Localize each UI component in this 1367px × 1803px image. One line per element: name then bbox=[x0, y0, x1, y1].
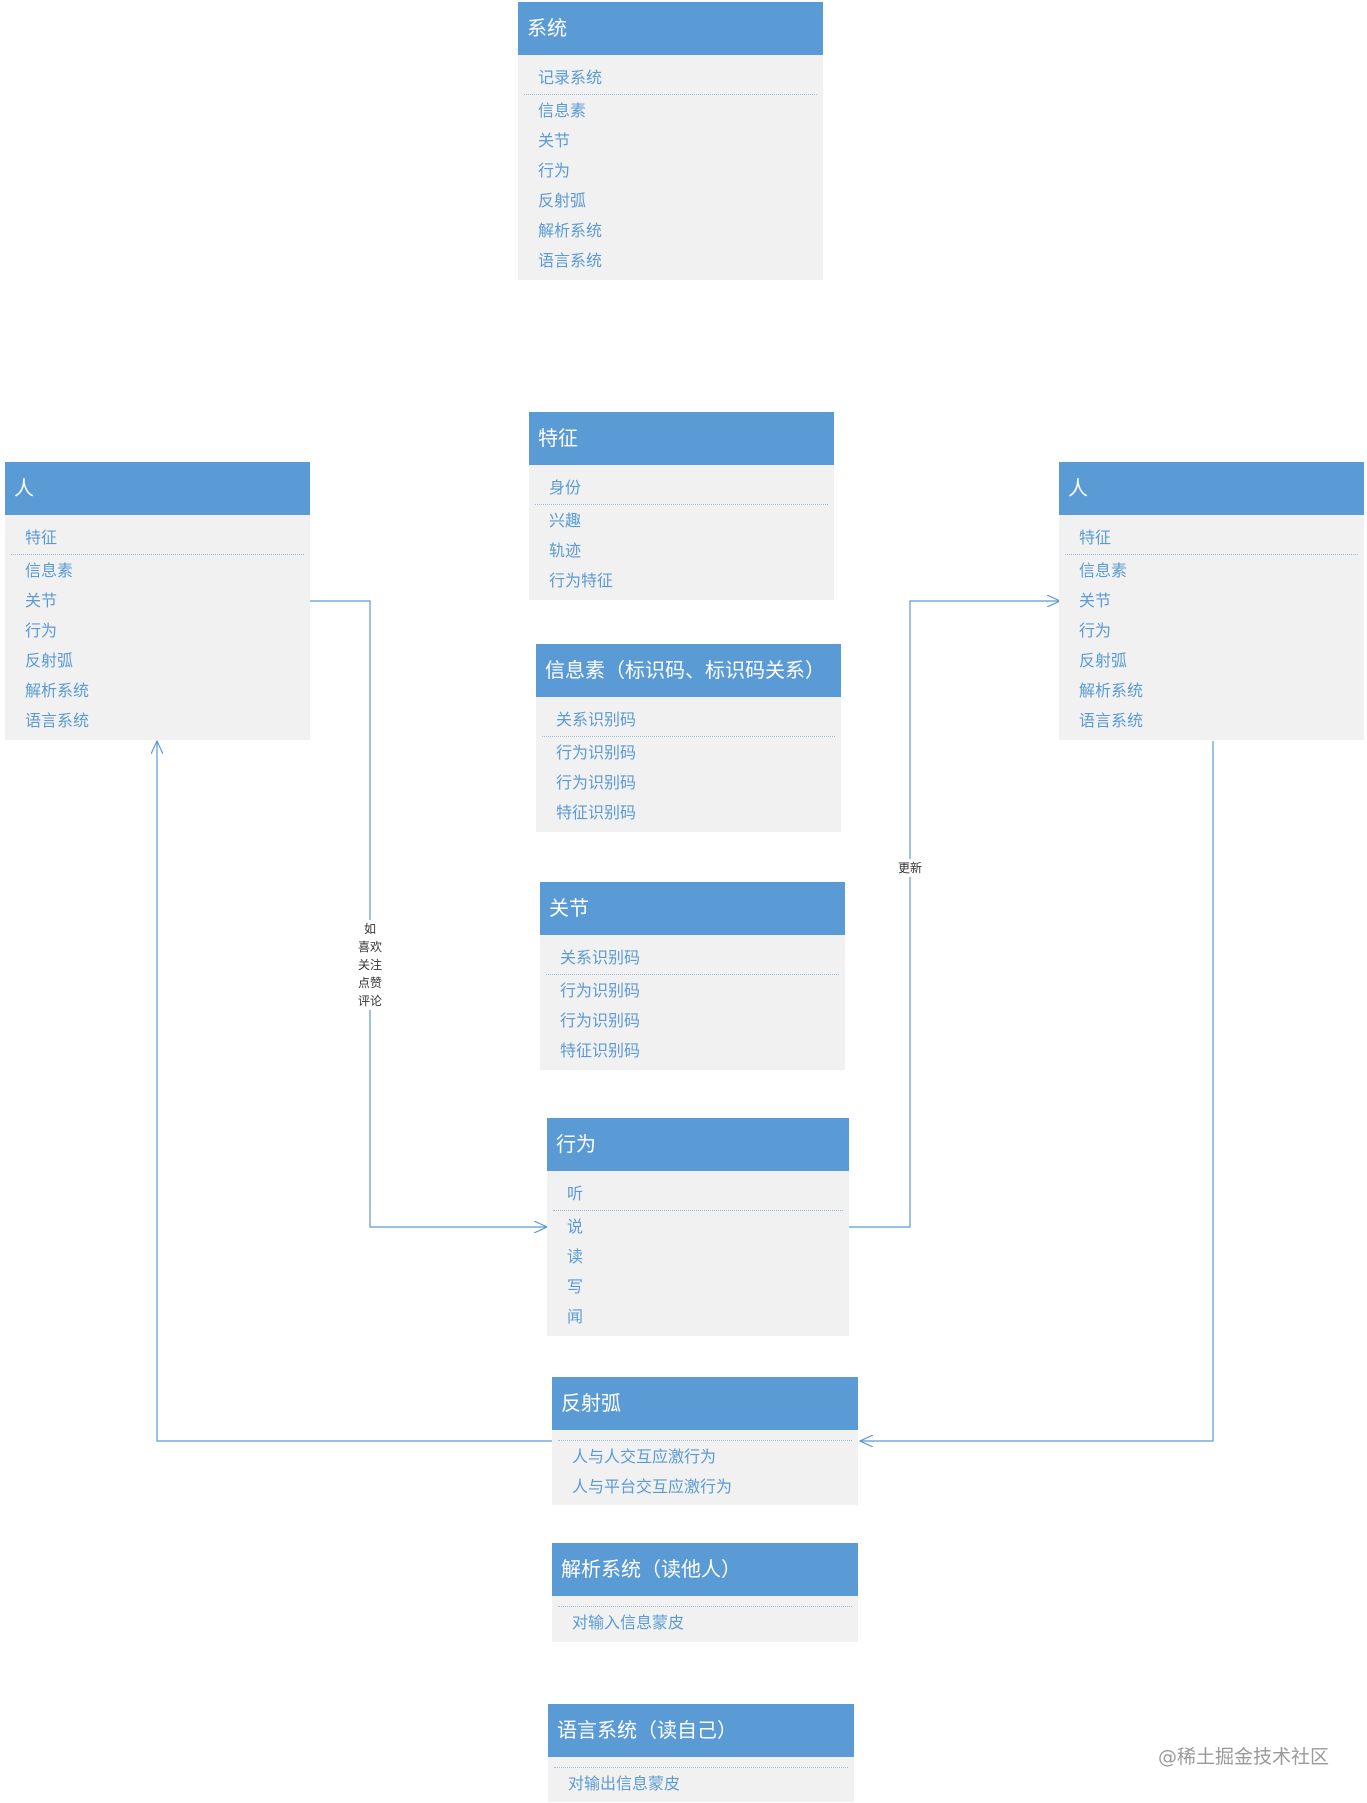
box-item: 身份 bbox=[535, 471, 828, 505]
feature-box: 特征 身份 兴趣 轨迹 行为特征 bbox=[529, 412, 834, 600]
box-item: 解析系统 bbox=[1079, 681, 1144, 700]
box-title: 反射弧 bbox=[552, 1377, 858, 1430]
box-title: 语言系统（读自己） bbox=[548, 1704, 854, 1757]
box-item: 特征识别码 bbox=[556, 803, 637, 822]
box-item: 解析系统 bbox=[538, 221, 603, 240]
box-item: 特征 bbox=[1065, 521, 1358, 555]
edge-label-actions: 如 喜欢 关注 点赞 评论 bbox=[350, 920, 390, 1010]
edge-right-person-to-reflex bbox=[860, 741, 1214, 1441]
box-title: 人 bbox=[5, 462, 310, 515]
box-item: 关系识别码 bbox=[546, 941, 839, 975]
box-item: 行为识别码 bbox=[556, 743, 637, 762]
box-item: 语言系统 bbox=[1079, 711, 1144, 730]
box-item: 信息素 bbox=[25, 561, 74, 580]
box-item bbox=[558, 1602, 852, 1607]
edge-behavior-to-right-person bbox=[849, 601, 1060, 1228]
box-item bbox=[558, 1436, 852, 1441]
box-title: 关节 bbox=[540, 882, 845, 935]
box-item: 行为识别码 bbox=[556, 773, 637, 792]
box-title: 解析系统（读他人） bbox=[552, 1543, 858, 1596]
box-item: 关节 bbox=[538, 131, 571, 150]
edge-left-person-to-behavior bbox=[309, 600, 547, 1227]
pheromone-box: 信息素（标识码、标识码关系） 关系识别码 行为识别码 行为识别码 特征识别码 bbox=[536, 644, 841, 832]
box-item: 写 bbox=[567, 1277, 584, 1296]
box-title: 系统 bbox=[518, 2, 823, 55]
box-item: 关节 bbox=[25, 591, 58, 610]
edge-reflex-to-left-person bbox=[157, 741, 552, 1442]
box-item: 特征识别码 bbox=[560, 1041, 641, 1060]
box-title: 特征 bbox=[529, 412, 834, 465]
box-item: 兴趣 bbox=[549, 511, 582, 530]
box-item: 记录系统 bbox=[524, 61, 817, 95]
language-box: 语言系统（读自己） 对输出信息蒙皮 bbox=[548, 1704, 854, 1802]
box-title: 人 bbox=[1059, 462, 1364, 515]
box-item: 对输出信息蒙皮 bbox=[568, 1774, 681, 1793]
box-title: 行为 bbox=[547, 1118, 849, 1171]
box-item: 解析系统 bbox=[25, 681, 90, 700]
box-item: 行为识别码 bbox=[560, 981, 641, 1000]
system-box: 系统 记录系统 信息素 关节 行为 反射弧 解析系统 语言系统 bbox=[518, 2, 823, 280]
reflex-box: 反射弧 人与人交互应激行为 人与平台交互应激行为 bbox=[552, 1377, 858, 1505]
edge-label-line: 如 bbox=[363, 922, 376, 936]
parser-box: 解析系统（读他人） 对输入信息蒙皮 bbox=[552, 1543, 858, 1642]
box-item: 信息素 bbox=[1079, 561, 1128, 580]
box-item: 听 bbox=[553, 1177, 843, 1211]
box-item: 行为 bbox=[538, 161, 571, 180]
box-item: 特征 bbox=[11, 521, 304, 555]
watermark: @稀土掘金技术社区 bbox=[1157, 1746, 1329, 1768]
box-item: 轨迹 bbox=[549, 541, 582, 560]
person-right-box: 人 特征 信息素 关节 行为 反射弧 解析系统 语言系统 bbox=[1059, 462, 1364, 740]
box-item: 反射弧 bbox=[1079, 651, 1128, 670]
behavior-box: 行为 听 说 读 写 闻 bbox=[547, 1118, 849, 1336]
edge-label-line: 点赞 bbox=[357, 976, 382, 990]
box-item: 反射弧 bbox=[25, 651, 74, 670]
box-item bbox=[554, 1763, 848, 1768]
edge-label-line: 喜欢 bbox=[357, 940, 382, 954]
box-item: 人与平台交互应激行为 bbox=[572, 1477, 733, 1496]
box-item: 关系识别码 bbox=[542, 703, 835, 737]
box-item: 说 bbox=[567, 1217, 584, 1236]
person-left-box: 人 特征 信息素 关节 行为 反射弧 解析系统 语言系统 bbox=[5, 462, 310, 740]
box-item: 信息素 bbox=[538, 101, 587, 120]
edge-label-line: 关注 bbox=[357, 958, 382, 972]
box-item: 行为特征 bbox=[549, 571, 614, 590]
box-item: 关节 bbox=[1079, 591, 1112, 610]
box-item: 读 bbox=[567, 1247, 584, 1266]
box-item: 行为 bbox=[25, 621, 58, 640]
box-title: 信息素（标识码、标识码关系） bbox=[536, 644, 841, 697]
edge-label-line: 评论 bbox=[357, 994, 382, 1008]
box-item: 闻 bbox=[567, 1307, 584, 1326]
box-item: 语言系统 bbox=[538, 251, 603, 270]
box-item: 语言系统 bbox=[25, 711, 90, 730]
box-item: 人与人交互应激行为 bbox=[572, 1447, 717, 1466]
box-item: 反射弧 bbox=[538, 191, 587, 210]
box-item: 对输入信息蒙皮 bbox=[572, 1613, 685, 1632]
box-item: 行为识别码 bbox=[560, 1011, 641, 1030]
joint-box: 关节 关系识别码 行为识别码 行为识别码 特征识别码 bbox=[540, 882, 845, 1070]
box-item: 行为 bbox=[1079, 621, 1112, 640]
edge-label-update: 更新 bbox=[890, 859, 930, 877]
